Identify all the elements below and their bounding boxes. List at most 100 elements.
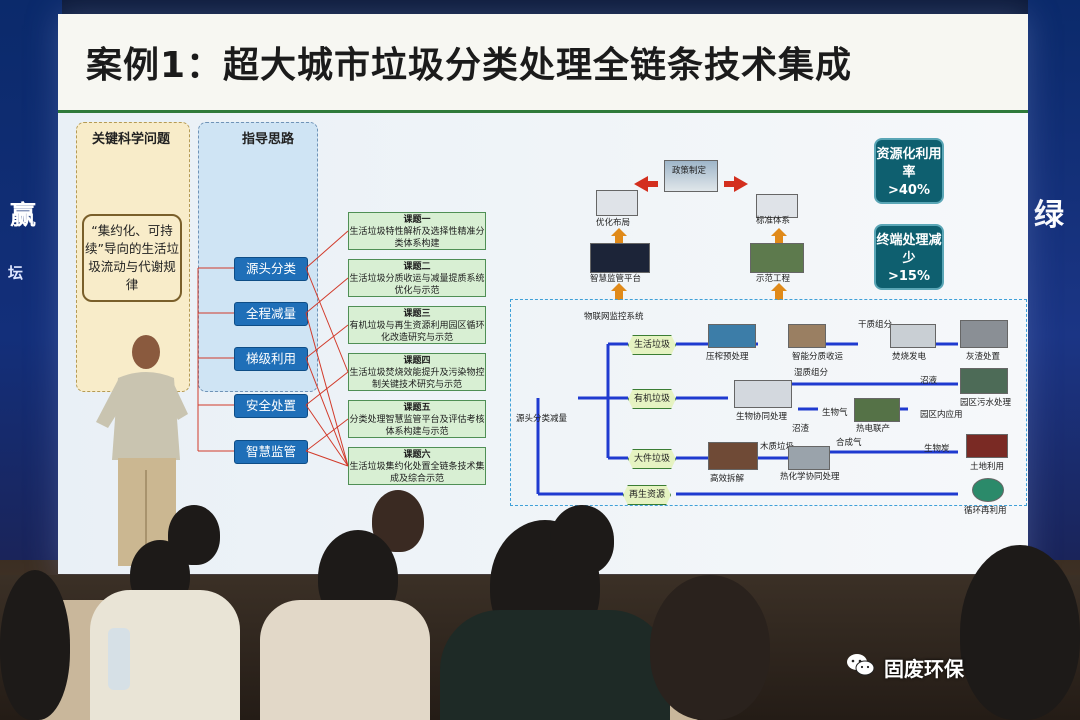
- slide-title: 案例1：超大城市垃圾分类处理全链条技术集成: [86, 45, 853, 86]
- chp-image: [854, 398, 900, 422]
- demo-image: [750, 243, 804, 273]
- wechat-icon: [847, 654, 875, 676]
- topic-number: 课题三: [403, 309, 431, 319]
- topic-box: 课题六生活垃圾集约化处置全链条技术集成及综合示范: [348, 447, 486, 485]
- left-side-banner: 赢 坛: [0, 0, 62, 560]
- flow-label: 木质垃圾: [760, 442, 795, 452]
- topic-number: 课题二: [403, 262, 431, 272]
- flow-label: 压榨预处理: [706, 352, 749, 362]
- topic-box: 课题四生活垃圾焚烧效能提升及污染物控制关键技术研究与示范: [348, 353, 486, 391]
- flow-label: 高效拆解: [710, 474, 745, 484]
- dismantle-image: [708, 442, 758, 470]
- topic-text: 分类处理智慧监管平台及评估考核体系构建与示范: [349, 415, 485, 437]
- burn-image: [890, 324, 936, 348]
- flow-label: 热化学协同处理: [780, 472, 840, 482]
- compress-image: [708, 324, 756, 348]
- topic-box: 课题一生活垃圾特性解析及选择性精准分类体系构建: [348, 212, 486, 250]
- topic-number: 课题六: [403, 450, 431, 460]
- projection-screen: 案例1：超大城市垃圾分类处理全链条技术集成 关键科学问题 “集约化、可持续”导向…: [58, 14, 1028, 574]
- flow-label: 园区内应用: [920, 410, 963, 420]
- topic-box: 课题五分类处理智慧监管平台及评估考核体系构建与示范: [348, 400, 486, 438]
- thermo-image: [788, 446, 830, 470]
- demo-label: 示范工程: [756, 274, 791, 284]
- flow-label: 热电联产: [856, 424, 891, 434]
- audience-member: [960, 545, 1080, 720]
- right-banner-text: 绿: [1034, 198, 1064, 233]
- science-question-header: 关键科学问题: [92, 132, 171, 147]
- guide-item: 全程减量: [234, 302, 308, 326]
- flow-node: 大件垃圾: [628, 449, 676, 469]
- optimize-image: [596, 190, 638, 216]
- land-image: [966, 434, 1008, 458]
- stat-badge: 资源化利用率 >40%: [874, 138, 944, 204]
- guide-item: 安全处置: [234, 394, 308, 418]
- recycle-image: [972, 478, 1004, 502]
- topic-number: 课题五: [403, 403, 431, 413]
- topic-text: 生活垃圾集约化处置全链条技术集成及综合示范: [349, 462, 485, 484]
- left-banner-text: 赢: [10, 201, 37, 231]
- audience-member: [168, 505, 220, 565]
- standard-label: 标准体系: [756, 216, 791, 226]
- topic-box: 课题三有机垃圾与再生资源利用园区循环化改造研究与示范: [348, 306, 486, 344]
- ash-image: [960, 320, 1008, 348]
- topic-number: 课题四: [403, 356, 431, 366]
- policy-image: [664, 160, 718, 192]
- audience-member: [550, 505, 614, 575]
- stat-badge: 终端处理减少 >15%: [874, 224, 944, 290]
- flow-node: 有机垃圾: [628, 389, 676, 409]
- flow-label: 灰渣处置: [966, 352, 1001, 362]
- topic-text: 生活垃圾焚烧效能提升及污染物控制关键技术研究与示范: [349, 368, 485, 390]
- science-core-question: “集约化、可持续”导向的生活垃圾流动与代谢规律: [82, 214, 182, 302]
- flow-label: 干质组分: [858, 320, 893, 330]
- stat-value: >40%: [887, 183, 930, 198]
- flow-label: 焚烧发电: [892, 352, 927, 362]
- flow-label: 土地利用: [970, 462, 1005, 472]
- stat-label: 资源化利用率: [876, 147, 942, 180]
- flow-label: 沼液: [920, 376, 938, 386]
- platform-image: [590, 243, 650, 273]
- bio-image: [734, 380, 792, 408]
- source-label: 源头分类减量: [516, 414, 568, 424]
- flow-label: 湿质组分: [794, 368, 829, 378]
- sewage-image: [960, 368, 1008, 394]
- watermark-text: 固废环保: [884, 657, 964, 681]
- process-flow-box: [510, 299, 1027, 506]
- topic-text: 生活垃圾分质收运与减量提质系统优化与示范: [349, 274, 485, 296]
- water-bottle: [108, 628, 130, 690]
- left-banner-small-text: 坛: [8, 264, 24, 282]
- flow-label: 循环再利用: [964, 506, 1007, 516]
- iot-label: 物联网监控系统: [584, 312, 644, 322]
- right-side-banner: 绿: [1028, 0, 1080, 560]
- audience-member: [650, 575, 770, 720]
- guide-item: 智慧监管: [234, 440, 308, 464]
- topic-text: 有机垃圾与再生资源利用园区循环化改造研究与示范: [349, 321, 485, 343]
- flow-label: 生物炭: [924, 444, 950, 454]
- stat-value: >15%: [887, 269, 930, 284]
- stat-label: 终端处理减少: [876, 233, 942, 266]
- flow-label: 沼渣: [792, 424, 810, 434]
- optimize-label: 优化布局: [596, 218, 631, 228]
- audience-member-shirt: [440, 610, 670, 720]
- guide-header: 指导思路: [242, 132, 295, 147]
- topic-box: 课题二生活垃圾分质收运与减量提质系统优化与示范: [348, 259, 486, 297]
- platform-label: 智慧监管平台: [590, 274, 642, 284]
- flow-label: 生物气: [822, 408, 848, 418]
- top-flow-arrows: [611, 176, 787, 300]
- topic-number: 课题一: [403, 215, 431, 225]
- flow-label: 生物协同处理: [736, 412, 788, 422]
- topic-text: 生活垃圾特性解析及选择性精准分类体系构建: [349, 227, 485, 249]
- smart-image: [788, 324, 826, 348]
- flow-label: 智能分质收运: [792, 352, 844, 362]
- flow-label: 合成气: [836, 438, 862, 448]
- flow-label: 园区污水处理: [960, 398, 1012, 408]
- policy-label: 政策制定: [672, 166, 707, 176]
- audience-member: [0, 570, 70, 720]
- flow-node: 生活垃圾: [628, 335, 676, 355]
- guide-item: 源头分类: [234, 257, 308, 281]
- process-flow-arrows: [536, 342, 958, 496]
- slide-title-bar: 案例1：超大城市垃圾分类处理全链条技术集成: [58, 14, 1028, 113]
- standard-image: [756, 194, 798, 218]
- flow-node: 再生资源: [623, 485, 671, 505]
- guide-topic-connectors: [197, 230, 349, 467]
- guide-item: 梯级利用: [234, 347, 308, 371]
